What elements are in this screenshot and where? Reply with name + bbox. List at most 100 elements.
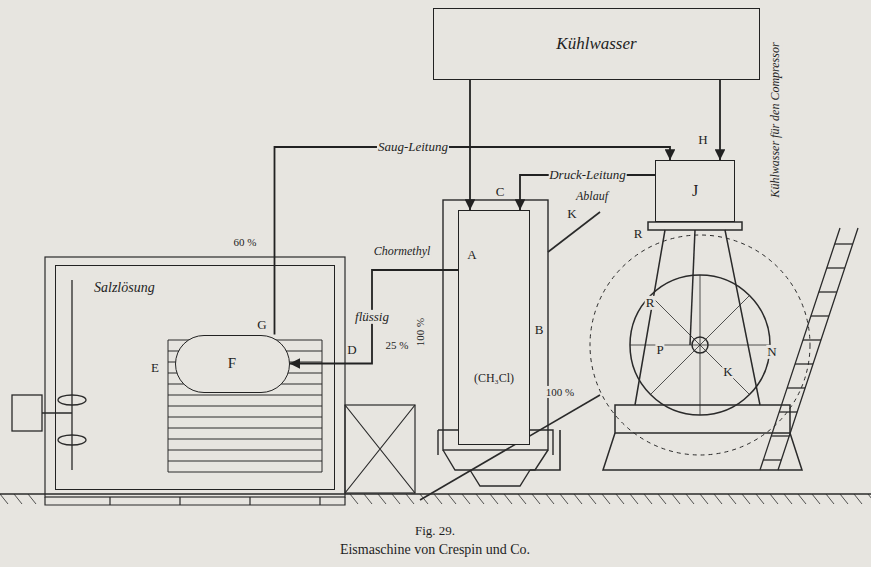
figure-number: Fig. 29. [414,524,456,538]
evaporator-coils [168,395,322,396]
evaporator-coils [168,439,322,440]
pipe-label: flüssig [354,310,390,324]
pipe [530,430,560,470]
pipe-label: Ablauf [575,190,609,203]
brick-wall [45,257,345,505]
ground-hatching [28,494,36,504]
ground-hatching [0,494,8,504]
node-text: (CH₃Cl) [472,372,516,386]
compressor-frame [630,275,770,415]
ground-hatching [434,494,442,504]
stairs [763,459,781,460]
figure-caption: Eismaschine von Crespin und Co. [339,542,531,557]
part-letter: H [697,133,708,147]
condenser-vessel [443,450,548,470]
ground-hatching [826,494,834,504]
condenser-vessel [470,470,530,486]
stirrer-motor [12,395,42,431]
stairs [827,267,845,268]
pipe-label: Kühlwasser für den Compressor [769,41,782,198]
percent-mark: 100 % [545,386,575,398]
part-letter: P [655,343,664,357]
ground-hatching [672,494,680,504]
ground-hatching [546,494,554,504]
evaporator-coils [168,450,322,451]
part-letter: N [766,345,777,359]
ground-hatching [644,494,652,504]
ground-hatching [448,494,456,504]
ground-hatching [350,494,358,504]
compressor-frame [635,230,760,405]
stairs [811,315,829,316]
pit-frame [345,405,415,493]
compressor-frame [615,405,790,433]
part-letter: A [466,248,477,262]
pipe-label: Saug-Leitung [377,140,449,154]
condenser-vessel [438,200,553,486]
brick-wall [45,497,345,505]
evaporator-coils [168,472,322,473]
compressor-frame [648,222,742,230]
ground-hatching [868,494,871,504]
compressor-frame [630,275,770,415]
ground-hatching [686,494,694,504]
node-text: Kühlwasser [554,34,638,54]
compressor-frame [590,235,810,455]
ground-hatching [658,494,666,504]
ground-hatching [476,494,484,504]
ground [0,494,871,504]
evaporator-cylinder: F [175,335,290,393]
part-letter: B [534,323,545,337]
ground-hatching [756,494,764,504]
pit-frame [345,405,415,493]
ground [0,493,871,494]
ground-hatching [14,494,22,504]
stairs [771,435,789,436]
compressor-frame [603,433,802,470]
pipe-label: Chormethyl [373,245,432,258]
condenser-box: (CH₃Cl) [458,210,530,445]
brick-wall [45,257,345,497]
compressor-frame [690,230,695,345]
part-letter: E [150,361,160,375]
stirrer-motor [42,280,72,470]
ground-hatching [784,494,792,504]
ground-hatching [490,494,498,504]
pit-frame [345,405,415,493]
percent-mark: 25 % [385,339,410,351]
node-text: J [690,182,700,200]
stairs [835,243,853,244]
percent-mark: 60 % [233,236,258,248]
ground-hatching [518,494,526,504]
compressor-cylinder: J [655,160,735,222]
ground-hatching [770,494,778,504]
pipe-connector [719,80,721,160]
percent-mark: 100 % [414,317,426,347]
cooling-water-tank: Kühlwasser [433,8,760,80]
ground-hatching [630,494,638,504]
part-letter: K [722,365,733,379]
part-letter: R [633,227,644,241]
ground-hatching [504,494,512,504]
compressor-frame [590,222,810,470]
stairs [803,339,821,340]
evaporator-coils [168,406,322,407]
stirrer-motor [58,435,86,445]
node-text: F [226,355,238,372]
pipe-label: Druck-Leitung [548,168,627,182]
ground-hatching [560,494,568,504]
ground-hatching [392,494,400,504]
ground-hatching [812,494,820,504]
part-letter: K [566,207,577,221]
brine-tank: SalzlösungF [55,265,335,490]
ground-hatching [406,494,414,504]
ground-hatching [0,494,871,504]
ground-hatching [616,494,624,504]
evaporator-coils [168,461,322,462]
stairs [779,411,797,412]
ground-hatching [700,494,708,504]
stairs [819,291,837,292]
ground-hatching [602,494,610,504]
ground-hatching [742,494,750,504]
condenser-vessel [443,200,548,450]
